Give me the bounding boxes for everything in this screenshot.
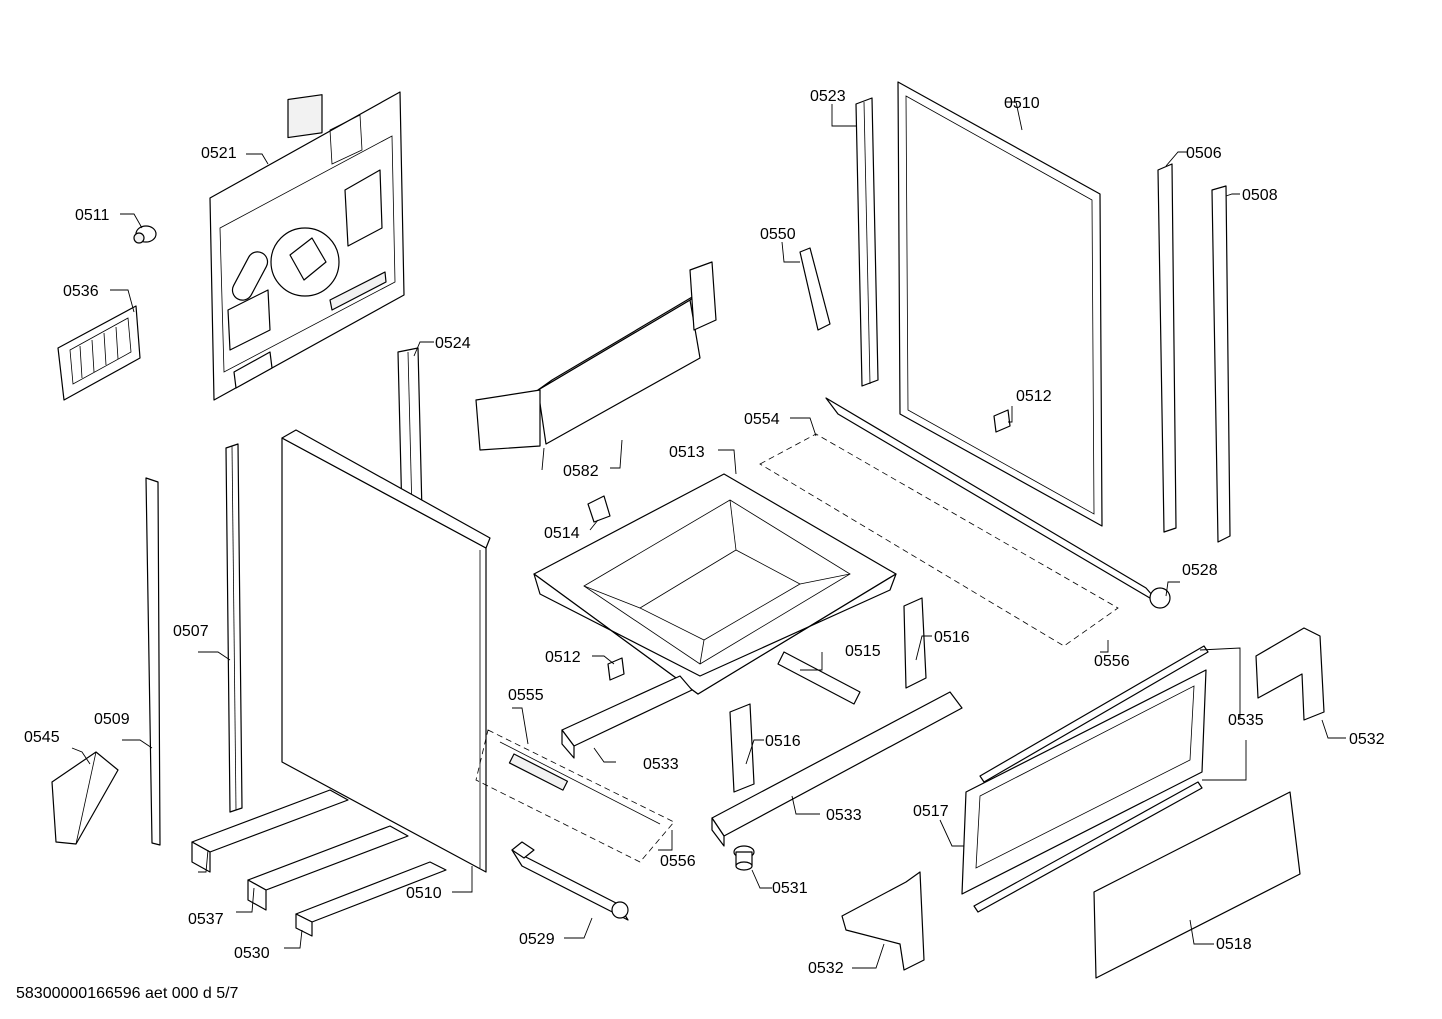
part-0555-base-frame-left bbox=[475, 729, 675, 863]
part-0529-hinge-block bbox=[511, 841, 629, 921]
part-0533-runner-right bbox=[711, 691, 963, 847]
label-0514: 0514 bbox=[544, 525, 580, 542]
label-0517: 0517 bbox=[913, 803, 949, 820]
label-0556-right: 0556 bbox=[1094, 653, 1130, 670]
label-0554: 0554 bbox=[744, 411, 780, 428]
label-0532-lower: 0532 bbox=[808, 960, 844, 977]
label-0506: 0506 bbox=[1186, 145, 1222, 162]
label-0512-left: 0512 bbox=[545, 649, 581, 666]
part-0510-side-wall-left bbox=[281, 429, 491, 873]
label-0523: 0523 bbox=[810, 88, 846, 105]
part-0508-side-rail bbox=[1211, 185, 1231, 543]
label-0513: 0513 bbox=[669, 444, 705, 461]
label-0512-right: 0512 bbox=[1016, 388, 1052, 405]
label-0521: 0521 bbox=[201, 145, 237, 162]
drawing-reference-number: 58300000166596 aet 000 d 5/7 bbox=[16, 985, 239, 1002]
label-0509: 0509 bbox=[94, 711, 130, 728]
label-0511: 0511 bbox=[75, 207, 110, 224]
part-0514-clip bbox=[587, 495, 611, 523]
label-0510-left: 0510 bbox=[406, 885, 442, 902]
part-0532-bracket-upper bbox=[1255, 627, 1325, 721]
part-0533-runner-left bbox=[561, 675, 693, 759]
label-0533-right: 0533 bbox=[826, 807, 862, 824]
part-0550-plate bbox=[799, 247, 831, 331]
part-0512-clip-left bbox=[607, 657, 625, 681]
part-0516-lever-lower bbox=[729, 703, 755, 793]
part-0507-left-rail bbox=[225, 443, 243, 813]
part-0516-lever-upper bbox=[903, 597, 927, 689]
label-0550: 0550 bbox=[760, 226, 796, 243]
part-0513-drip-tray bbox=[533, 473, 897, 695]
label-0510-right: 0510 bbox=[1004, 95, 1040, 112]
part-0523-vertical-rail bbox=[855, 97, 879, 387]
part-0537-cross-bars bbox=[191, 789, 447, 937]
part-0518-glass-pane bbox=[1093, 791, 1301, 979]
part-0511-knob bbox=[133, 225, 157, 244]
callout-labels: 0521 0511 0536 0524 0507 0509 0545 0537 … bbox=[24, 88, 1385, 977]
label-0532-upper: 0532 bbox=[1349, 731, 1385, 748]
part-0521-back-panel bbox=[209, 91, 405, 401]
label-0529: 0529 bbox=[519, 931, 555, 948]
label-0508: 0508 bbox=[1242, 187, 1278, 204]
label-0528: 0528 bbox=[1182, 562, 1218, 579]
part-0509-trim-strip bbox=[145, 477, 161, 846]
part-0531-foot bbox=[733, 845, 755, 871]
label-0507: 0507 bbox=[173, 623, 209, 640]
label-0516-lower: 0516 bbox=[765, 733, 801, 750]
part-0515-rod bbox=[777, 651, 861, 705]
part-0506-side-rail bbox=[1157, 163, 1177, 533]
label-0555: 0555 bbox=[508, 687, 544, 704]
label-0530: 0530 bbox=[234, 945, 270, 962]
label-0536: 0536 bbox=[63, 283, 99, 300]
label-0531: 0531 bbox=[772, 880, 808, 897]
label-0524: 0524 bbox=[435, 335, 471, 352]
label-0535: 0535 bbox=[1228, 712, 1264, 729]
part-0536-vent-grille bbox=[57, 305, 141, 401]
label-0556-left: 0556 bbox=[660, 853, 696, 870]
label-0537: 0537 bbox=[188, 911, 224, 928]
label-0518: 0518 bbox=[1216, 936, 1252, 953]
label-0516-upper: 0516 bbox=[934, 629, 970, 646]
part-0532-bracket-lower bbox=[841, 871, 925, 971]
part-0535-door-glass bbox=[961, 645, 1209, 913]
label-0582: 0582 bbox=[563, 463, 599, 480]
part-0512-clip-right bbox=[993, 409, 1011, 433]
label-0533-left: 0533 bbox=[643, 756, 679, 773]
leader-lines bbox=[71, 101, 1346, 969]
part-0510-frame-right bbox=[897, 81, 1103, 527]
part-0554-base-frame-right bbox=[759, 397, 1171, 647]
label-0545: 0545 bbox=[24, 729, 60, 746]
label-0515: 0515 bbox=[845, 643, 881, 660]
part-0545-bracket bbox=[51, 751, 119, 845]
part-0582-rail-assembly bbox=[475, 261, 717, 451]
